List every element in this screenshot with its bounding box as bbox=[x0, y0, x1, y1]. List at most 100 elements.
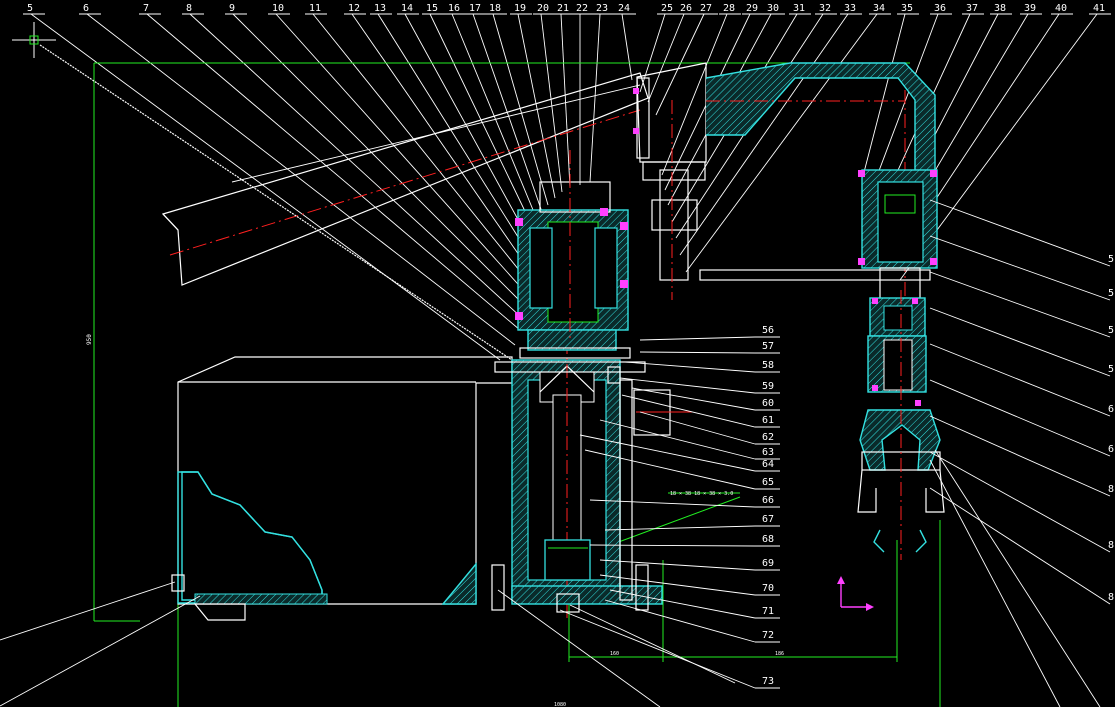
callout-number: 6 bbox=[83, 3, 89, 14]
callout-number: 5 bbox=[1108, 254, 1114, 265]
callout-number: 5 bbox=[1108, 325, 1114, 336]
callout-number: 16 bbox=[448, 3, 460, 14]
dimension-left-vertical: 950 bbox=[86, 334, 93, 345]
callout-number: 66 bbox=[762, 495, 774, 506]
ucs-axis-icon bbox=[837, 576, 874, 611]
leader-line bbox=[929, 343, 1111, 417]
callout-number: 21 bbox=[557, 3, 569, 14]
callout-number: 58 bbox=[762, 360, 774, 371]
leader-line bbox=[589, 13, 601, 183]
leader-line bbox=[559, 609, 756, 689]
leader-line bbox=[472, 13, 543, 213]
right-leader-lines bbox=[559, 336, 780, 689]
leader-line bbox=[146, 13, 521, 331]
leader-line bbox=[604, 525, 756, 531]
right-gearhead bbox=[858, 169, 938, 301]
leader-line bbox=[929, 379, 1111, 457]
leader-line bbox=[517, 13, 556, 199]
leader-line bbox=[351, 13, 529, 269]
callout-number: 8 bbox=[186, 3, 192, 14]
callout-number: 5 bbox=[1108, 364, 1114, 375]
callout-number: 13 bbox=[374, 3, 386, 14]
leader-line bbox=[685, 13, 878, 273]
leader-line bbox=[599, 559, 756, 571]
callout-number: 33 bbox=[844, 3, 856, 14]
leader-line bbox=[929, 487, 1111, 605]
dimension-bottom-center: 1080 bbox=[554, 702, 566, 707]
bottom-left-leaders bbox=[0, 581, 736, 707]
left-housing-block bbox=[171, 356, 513, 621]
callout-number: 34 bbox=[873, 3, 885, 14]
callout-number: 57 bbox=[762, 341, 774, 352]
leader-line bbox=[929, 415, 1111, 497]
leader-line bbox=[639, 336, 756, 341]
leader-line bbox=[377, 13, 531, 257]
callout-number: 5 bbox=[1108, 288, 1114, 299]
leader-line bbox=[429, 13, 536, 233]
callout-number: 7 bbox=[143, 3, 149, 14]
leader-line bbox=[619, 377, 756, 394]
leader-line bbox=[189, 13, 523, 319]
callout-number: 30 bbox=[767, 3, 779, 14]
leader-line bbox=[647, 13, 685, 103]
callout-number: 29 bbox=[746, 3, 758, 14]
leader-line bbox=[30, 13, 501, 361]
dimension-bottom-right: 186 bbox=[775, 651, 784, 657]
callout-number: 14 bbox=[401, 3, 413, 14]
callout-number: 19 bbox=[514, 3, 526, 14]
callout-number: 23 bbox=[596, 3, 608, 14]
upper-gearbox bbox=[515, 150, 631, 359]
callout-number: 15 bbox=[426, 3, 438, 14]
callout-number: 67 bbox=[762, 514, 774, 525]
central-column bbox=[491, 340, 692, 620]
callout-number: 32 bbox=[819, 3, 831, 14]
callout-number: 73 bbox=[762, 676, 774, 687]
callout-number: 25 bbox=[661, 3, 673, 14]
callout-number: 5 bbox=[27, 3, 33, 14]
callout-number: 22 bbox=[576, 3, 588, 14]
leader-line bbox=[929, 199, 1111, 267]
leader-line bbox=[589, 499, 756, 508]
callout-number: 35 bbox=[901, 3, 913, 14]
leader-line bbox=[86, 13, 516, 346]
leader-line bbox=[631, 387, 756, 411]
leader-line bbox=[661, 13, 728, 176]
leader-line bbox=[589, 544, 756, 547]
callout-number: 62 bbox=[762, 432, 774, 443]
callout-number: 68 bbox=[762, 534, 774, 545]
leader-line bbox=[679, 13, 849, 256]
leader-line bbox=[929, 235, 1111, 301]
leader-line bbox=[599, 419, 756, 460]
inclined-chute bbox=[39, 44, 649, 361]
callout-number: 26 bbox=[680, 3, 692, 14]
callout-number: 36 bbox=[934, 3, 946, 14]
leader-line bbox=[492, 13, 549, 206]
callout-number: 31 bbox=[793, 3, 805, 14]
leader-line bbox=[451, 13, 539, 223]
callout-number: 8 bbox=[1108, 540, 1114, 551]
callout-number: 6 bbox=[1108, 404, 1114, 415]
callout-number: 60 bbox=[762, 398, 774, 409]
callout-number: 8 bbox=[1108, 592, 1114, 603]
callout-number: 12 bbox=[348, 3, 360, 14]
callout-number: 40 bbox=[1055, 3, 1067, 14]
callout-number: 18 bbox=[489, 3, 501, 14]
leader-line bbox=[929, 451, 1111, 553]
callout-number: 38 bbox=[994, 3, 1006, 14]
leader-line bbox=[579, 434, 756, 472]
callout-number: 61 bbox=[762, 415, 774, 426]
leader-line bbox=[639, 351, 756, 354]
callout-number: 63 bbox=[762, 447, 774, 458]
leader-line bbox=[584, 449, 756, 490]
leader-line bbox=[621, 394, 756, 428]
leader-line bbox=[929, 271, 1111, 338]
callout-number: 56 bbox=[762, 325, 774, 336]
callout-number: 8 bbox=[1108, 484, 1114, 495]
dimension-inline: 18 × 38 18 × 38 × 3.0 bbox=[670, 491, 733, 497]
dimension-bottom-left: 160 bbox=[610, 651, 619, 657]
callout-number: 17 bbox=[469, 3, 481, 14]
callout-number: 37 bbox=[966, 3, 978, 14]
